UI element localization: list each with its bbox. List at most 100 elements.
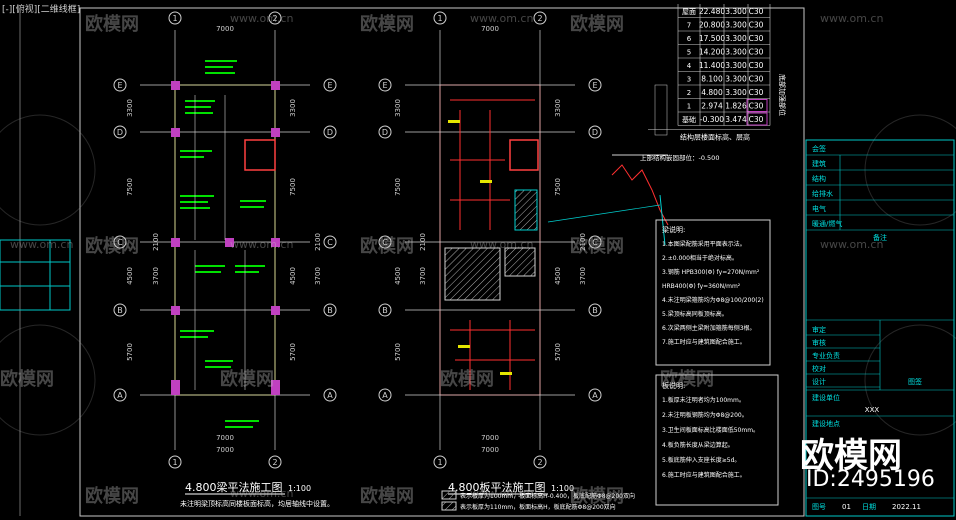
slab-notes-title: 板说明:: [662, 381, 685, 390]
dim-vertical-sub: 2100: [314, 233, 322, 251]
axis-letter-bubble: [323, 125, 337, 139]
floor-elev: 17.500: [699, 34, 725, 43]
floor-name: 屋面: [682, 8, 696, 16]
watermark-brand: 欧模网: [360, 486, 414, 507]
floor-elev: 8.100: [701, 75, 723, 84]
note-line: 4.未注明梁箍筋均为Φ8@100/200(2): [662, 296, 764, 304]
grade-highlight: [746, 112, 768, 126]
dim-overall-bottom: 7000: [216, 446, 234, 454]
date-label: 日期: [862, 503, 876, 511]
axis-letter-label: C: [117, 238, 123, 247]
watermark-brand: 欧模网: [85, 236, 139, 257]
dim-overall-bottom: 7000: [481, 446, 499, 454]
slab-note-line: 4.板负筋长度从梁边算起。: [662, 441, 734, 449]
watermark-brand: 欧模网: [570, 486, 624, 507]
sheet-frame: [79, 7, 805, 517]
watermark-url: www.om.cn: [470, 12, 534, 25]
title-row-label: 结构: [812, 174, 826, 183]
floor-grade: C30: [749, 102, 764, 111]
axis-letter-label: D: [327, 128, 333, 137]
slab-notes-box: [655, 374, 779, 506]
notes-title: 梁说明:: [662, 225, 685, 234]
viewport-label[interactable]: [-][俯视][二维线框]: [2, 5, 81, 15]
note-line: 2.±0.000相当于绝对标高。: [662, 254, 738, 262]
watermark-url: www.om.cn: [470, 487, 534, 500]
floor-grade: C30: [749, 88, 764, 97]
watermark-url: www.om.cn: [470, 238, 534, 251]
floor-height: 3.300: [725, 34, 747, 43]
plan-title: 4.800板平法施工图: [448, 480, 546, 494]
axis-number-label: 2: [272, 458, 277, 467]
axis-letter-label: E: [592, 81, 597, 90]
floor-grade: C30: [749, 75, 764, 84]
dim-vertical: 5700: [126, 343, 134, 361]
beam-plan[interactable]: [140, 30, 310, 450]
title-block[interactable]: 会签建筑结构给排水电气暖通/燃气备注审定审核专业负责校对设计图签建设单位XXX建…: [805, 139, 955, 517]
review-row-label: 审定: [812, 325, 826, 334]
project-value: XXX: [865, 406, 880, 414]
dim-vertical: 3300: [289, 99, 297, 117]
legend-text: 表示板厚为110mm，板面标高H，板底配筋Φ8@200双向: [460, 503, 616, 511]
axis-number-bubble: [168, 11, 182, 25]
axis-letter-bubble: [323, 235, 337, 249]
slab-note-line: 3.卫生间板面标高比楼面低50mm。: [662, 426, 759, 434]
slab-note-line: 6.施工时应与建筑图配合施工。: [662, 471, 746, 479]
sheet-label: 图号: [812, 503, 826, 511]
axis-letter-bubble: [113, 303, 127, 317]
floor-height: 3.300: [725, 21, 747, 30]
site-label: 建设地点: [812, 419, 840, 428]
floor-height: 3.300: [725, 7, 747, 16]
axis-letter-label: A: [382, 391, 388, 400]
dim-vertical: 3300: [394, 99, 402, 117]
title-row-label: 建筑: [812, 159, 826, 168]
dim-vertical-sub: 2100: [152, 233, 160, 251]
title-row-label: 电气: [812, 204, 826, 213]
axis-letter-bubble: [378, 125, 392, 139]
axis-letter-bubble: [323, 303, 337, 317]
axis-letter-bubble: [588, 388, 602, 402]
floor-height: 3.300: [725, 75, 747, 84]
dim-vertical: 7500: [289, 178, 297, 196]
floor-grade: C30: [749, 48, 764, 57]
watermark-brand-large: 欧模网: [800, 436, 902, 476]
axis-number-bubble: [268, 11, 282, 25]
left-partial-title-block: [0, 239, 71, 311]
dim-vertical: 4500: [289, 267, 297, 285]
watermark-url: www.om.cn: [230, 238, 294, 251]
axis-letter-label: E: [382, 81, 387, 90]
watermark-brand: 欧模网: [0, 369, 54, 390]
drawing-label: 图签: [908, 377, 922, 386]
slab-note-line: 5.板底筋伸入支座长度≥5d。: [662, 456, 740, 464]
dim-vertical: 4500: [394, 267, 402, 285]
axis-letter-bubble: [588, 78, 602, 92]
floor-table-footer2: 上部结构嵌固部位：-0.500: [640, 153, 719, 162]
watermark-brand: 欧模网: [570, 236, 624, 257]
axis-bubbles: EDCBAEDCBAEDCBAEDCBA11221122700070007000…: [113, 11, 602, 469]
remark-label: 备注: [873, 233, 887, 242]
dim-vertical: 4500: [126, 267, 134, 285]
note-line: 7.施工时应与建筑图配合施工。: [662, 338, 746, 346]
dim-overall-top: 7000: [216, 25, 234, 33]
review-row-label: 设计: [812, 377, 826, 386]
axis-number-label: 2: [537, 14, 542, 23]
axis-letter-label: B: [592, 306, 598, 315]
floor-elev: 11.400: [699, 61, 725, 70]
floor-grade: C30: [749, 115, 764, 124]
axis-letter-bubble: [378, 303, 392, 317]
legend-swatch: [441, 501, 457, 511]
watermark-brand: 欧模网: [85, 14, 139, 35]
floor-name: 7: [687, 22, 691, 30]
watermark-brand: 欧模网: [440, 369, 494, 390]
axis-letter-label: C: [382, 238, 388, 247]
axis-letter-bubble: [323, 78, 337, 92]
axis-letter-bubble: [588, 235, 602, 249]
watermark-brand: 欧模网: [360, 14, 414, 35]
beam-notes: 梁说明:1.本图梁配筋采用平面表示法。2.±0.000相当于绝对标高。3.钢筋 …: [662, 225, 764, 346]
slab-plan[interactable]: [405, 30, 575, 450]
watermark-url: www.om.cn: [230, 487, 294, 500]
dim-vertical-sub: 3700: [314, 267, 322, 285]
floor-elev: 2.974: [701, 102, 723, 111]
